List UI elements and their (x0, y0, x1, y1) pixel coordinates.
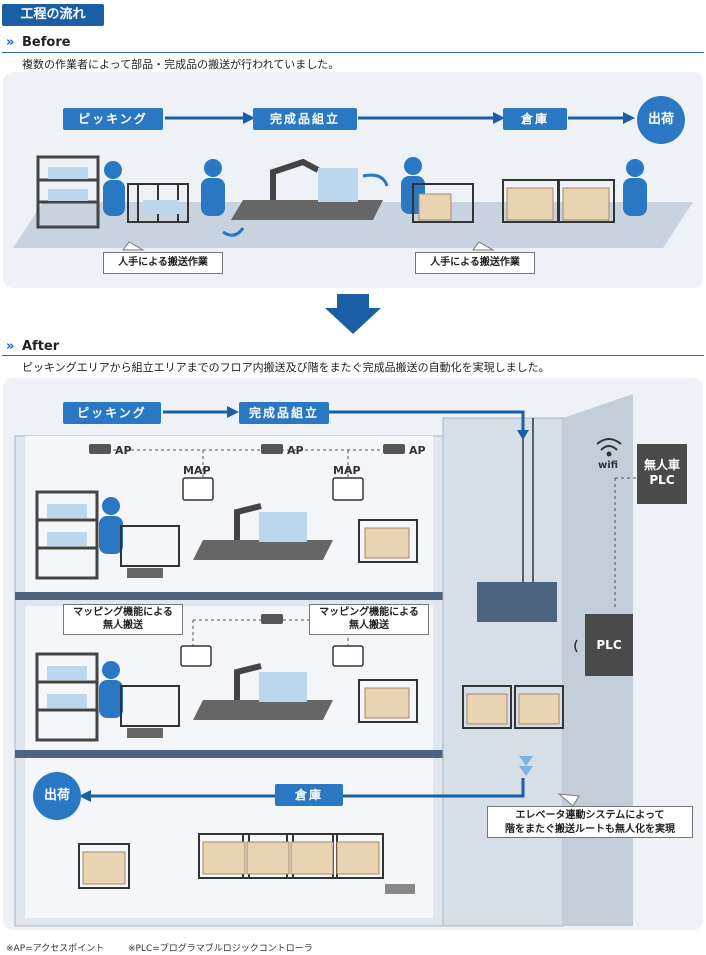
ap-label: AP (287, 444, 304, 457)
divider (2, 52, 704, 53)
flow-picking: ピッキング (63, 108, 163, 130)
callout-mapping-agv: マッピング機能による 無人搬送 (309, 604, 429, 635)
chevron-right-icon: » (6, 35, 15, 50)
before-panel: ピッキング 完成品組立 倉庫 出荷 人手による搬送作業 人手による搬送作業 (3, 72, 703, 288)
footnote-plc: ※PLC=プログラマブルロジックコントローラ (128, 944, 313, 954)
arrow-down-icon (325, 294, 381, 334)
callout-mapping-agv: マッピング機能による 無人搬送 (63, 604, 183, 635)
footnote-ap: ※AP=アクセスポイント (6, 944, 105, 954)
after-description: ピッキングエリアから組立エリアまでのフロア内搬送及び階をまたぐ完成品搬送の自動化… (22, 361, 550, 374)
map-label: MAP (333, 464, 361, 477)
after-illustration (14, 394, 639, 927)
plc-box: PLC (585, 614, 633, 676)
flow-warehouse: 倉庫 (503, 108, 567, 130)
after-heading: After (22, 339, 60, 354)
flow-shipping: 出荷 (33, 772, 81, 820)
callout-manual-transport: 人手による搬送作業 (415, 252, 535, 274)
ap-label: AP (409, 444, 426, 457)
ap-label: AP (115, 444, 132, 457)
callout-manual-transport: 人手による搬送作業 (103, 252, 223, 274)
before-description: 複数の作業者によって部品・完成品の搬送が行われていました。 (22, 58, 340, 71)
agv-plc-box: 無人車 PLC (637, 444, 687, 504)
flow-picking: ピッキング (63, 402, 161, 424)
callout-elevator-system: エレベータ連動システムによって 階をまたぐ搬送ルートも無人化を実現 (487, 806, 693, 838)
wifi-label: wifi (598, 460, 619, 471)
page-title: 工程の流れ (2, 4, 104, 26)
after-panel: ピッキング 完成品組立 AP AP AP MAP MAP マッピング機能による … (3, 378, 703, 930)
flow-warehouse: 倉庫 (275, 784, 343, 806)
divider (2, 355, 704, 356)
chevron-right-icon: » (6, 339, 15, 354)
map-label: MAP (183, 464, 211, 477)
flow-assembly: 完成品組立 (253, 108, 357, 130)
before-illustration (13, 112, 693, 251)
before-heading: Before (22, 35, 71, 50)
flow-shipping: 出荷 (637, 96, 685, 144)
flow-assembly: 完成品組立 (239, 402, 329, 424)
